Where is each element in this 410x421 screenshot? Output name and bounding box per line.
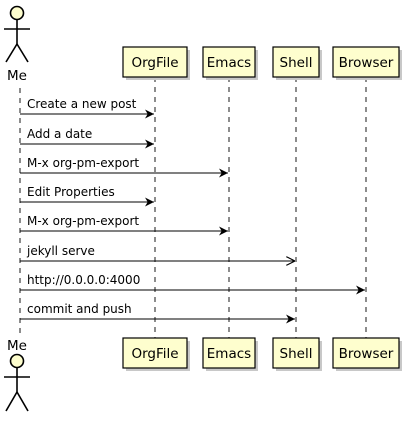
lifelines [19, 77, 367, 338]
participant-emacs-top: Emacs [202, 46, 258, 80]
participant-shell-bottom: Shell [272, 337, 322, 371]
participant-orgfile-top: OrgFile [122, 46, 190, 80]
participants-bottom: OrgFile Emacs Shell Browser [122, 337, 402, 371]
actor-top: Me [4, 5, 30, 84]
stick-figure-icon [4, 353, 30, 412]
message-label: Edit Properties [27, 185, 115, 199]
message-2: Add a date [20, 127, 154, 149]
participant-label: Emacs [207, 55, 251, 71]
participant-shell-top: Shell [272, 46, 322, 80]
message-4: Edit Properties [20, 185, 154, 207]
stick-figure-icon [4, 5, 30, 63]
message-label: Create a new post [27, 97, 137, 111]
message-7: http://0.0.0.0:4000 [20, 273, 365, 295]
participant-orgfile-bottom: OrgFile [122, 337, 190, 371]
participant-label: Emacs [207, 346, 251, 362]
message-label: jekyll serve [26, 244, 95, 258]
participants-top: OrgFile Emacs Shell Browser [122, 46, 402, 80]
message-label: M-x org-pm-export [27, 156, 139, 170]
actor-label-bottom: Me [7, 338, 27, 354]
message-label: Add a date [27, 127, 92, 141]
message-1: Create a new post [20, 97, 154, 119]
message-6: jekyll serve [20, 244, 295, 261]
participant-label: Browser [339, 55, 394, 71]
actor-bottom: Me [4, 338, 30, 412]
participant-label: Shell [280, 346, 313, 362]
message-label: http://0.0.0.0:4000 [27, 273, 140, 287]
participant-label: Shell [280, 55, 313, 71]
participant-browser-top: Browser [332, 46, 402, 80]
participant-label: Browser [339, 346, 394, 362]
message-5: M-x org-pm-export [20, 214, 228, 236]
actor-label-top: Me [7, 68, 27, 84]
participant-emacs-bottom: Emacs [202, 337, 258, 371]
message-3: M-x org-pm-export [20, 156, 228, 178]
message-label: commit and push [27, 302, 132, 316]
participant-label: OrgFile [131, 346, 178, 362]
participant-browser-bottom: Browser [332, 337, 402, 371]
participant-label: OrgFile [131, 55, 178, 71]
message-8: commit and push [20, 302, 295, 324]
message-label: M-x org-pm-export [27, 214, 139, 228]
